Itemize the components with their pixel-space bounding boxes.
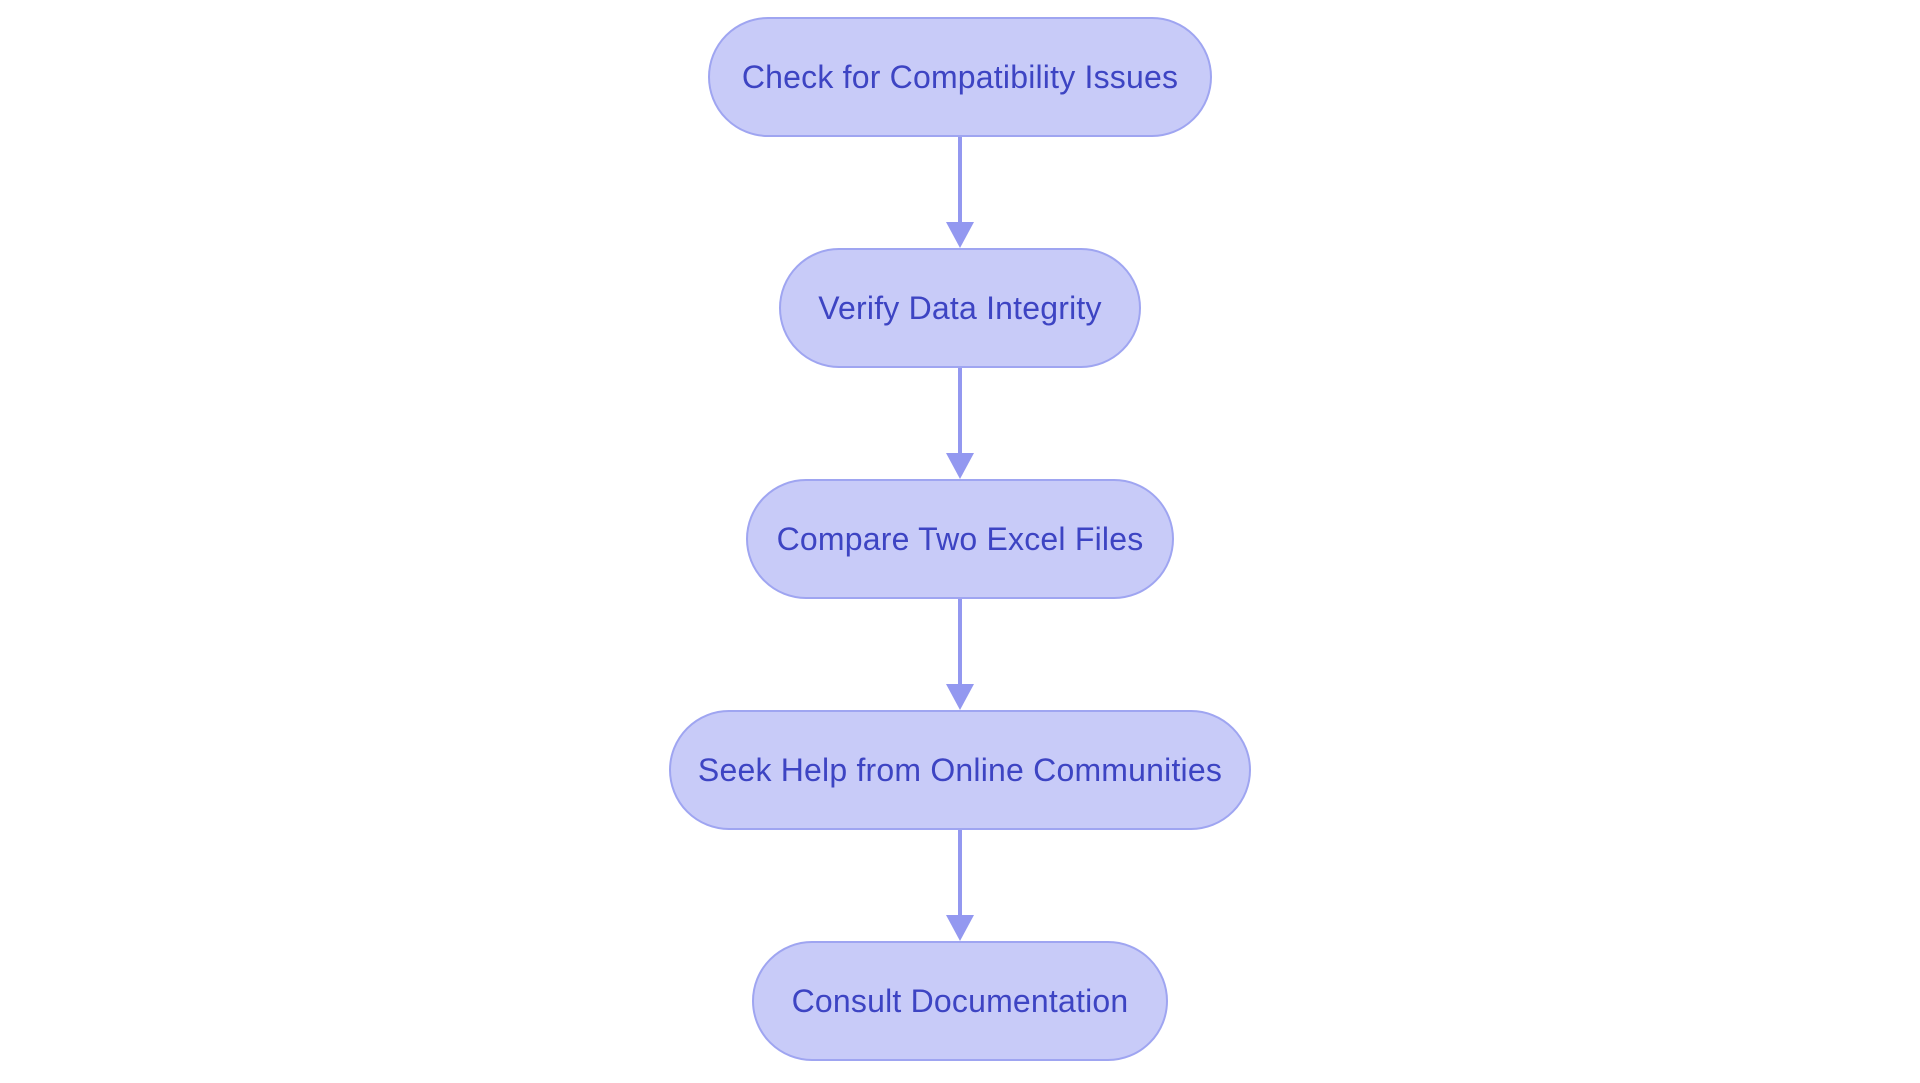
flow-node-compare-two-excel-files: Compare Two Excel Files (746, 479, 1174, 599)
arrow-head-icon (946, 453, 974, 479)
arrow-line (958, 368, 962, 465)
arrow-line (958, 830, 962, 927)
flow-node-verify-data-integrity: Verify Data Integrity (779, 248, 1141, 368)
flow-arrow-connector (940, 137, 980, 248)
flow-node-seek-help-from-online-communities: Seek Help from Online Communities (669, 710, 1251, 830)
flow-node-label: Seek Help from Online Communities (697, 751, 1223, 788)
flow-node-label: Consult Documentation (791, 982, 1129, 1019)
flow-arrow-connector (940, 368, 980, 479)
flow-node-check-compatibility-issues: Check for Compatibility Issues (708, 17, 1212, 137)
arrow-head-icon (946, 915, 974, 941)
arrow-line (958, 137, 962, 234)
flow-arrow-connector (940, 599, 980, 710)
flow-node-label: Verify Data Integrity (818, 289, 1102, 326)
flow-node-label: Compare Two Excel Files (776, 520, 1144, 557)
flow-arrow-connector (940, 830, 980, 941)
arrow-line (958, 599, 962, 696)
arrow-head-icon (946, 222, 974, 248)
flow-node-label: Check for Compatibility Issues (741, 58, 1179, 95)
flow-node-consult-documentation: Consult Documentation (752, 941, 1168, 1061)
arrow-head-icon (946, 684, 974, 710)
